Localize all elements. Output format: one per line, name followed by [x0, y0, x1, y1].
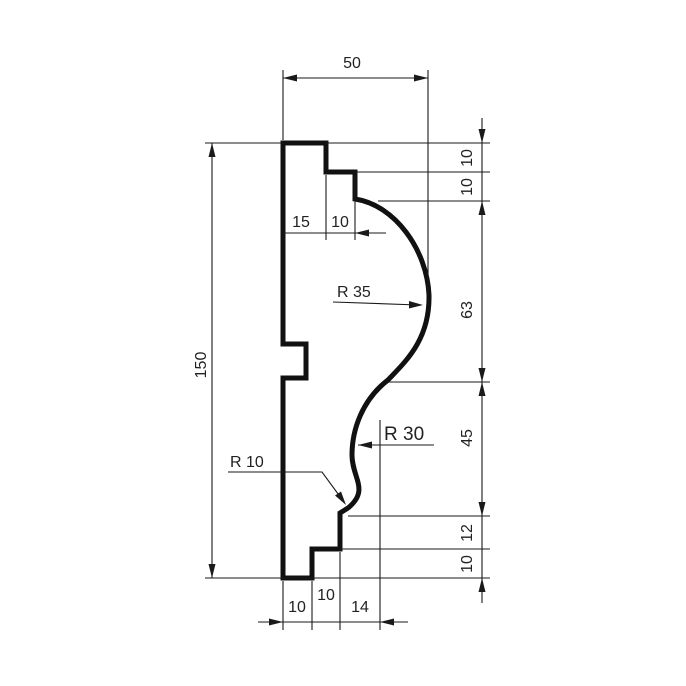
right-ogee-height-label: 45 — [459, 429, 476, 447]
right-cove-height-label: 63 — [459, 301, 476, 319]
right-bottom-step-2-label: 10 — [459, 555, 476, 573]
bottom-step-2-label: 10 — [317, 587, 335, 604]
radius-lower-label: R 30 — [384, 424, 424, 445]
right-step-top-label: 10 — [459, 149, 476, 167]
right-bottom-step-1-label: 12 — [459, 524, 476, 542]
top-step-offset-label: 15 — [292, 214, 310, 231]
top-step-width-label: 10 — [331, 214, 349, 231]
bottom-step-1-label: 10 — [288, 599, 306, 616]
overall-height-label: 150 — [193, 352, 210, 379]
dim-overall-height: 150 — [193, 143, 216, 578]
radius-upper-leader: R 35 — [332, 284, 423, 309]
radius-fillet-label: R 10 — [230, 454, 264, 471]
dim-bottom-steps: 10 10 14 — [258, 587, 408, 626]
bottom-step-3-label: 14 — [351, 599, 369, 616]
overall-width-label: 50 — [343, 55, 361, 72]
dim-overall-width: 50 — [283, 55, 428, 82]
radius-lower-leader: R 30 — [358, 424, 434, 449]
radius-fillet-leader: R 10 — [228, 454, 346, 505]
extension-lines — [205, 70, 490, 630]
right-step-second-label: 10 — [459, 178, 476, 196]
dim-right-chain: 10 10 63 45 12 10 — [459, 118, 486, 603]
molding-profile-outline — [280, 140, 432, 581]
radius-upper-label: R 35 — [337, 284, 371, 301]
dim-top-steps: 15 10 — [283, 214, 386, 237]
